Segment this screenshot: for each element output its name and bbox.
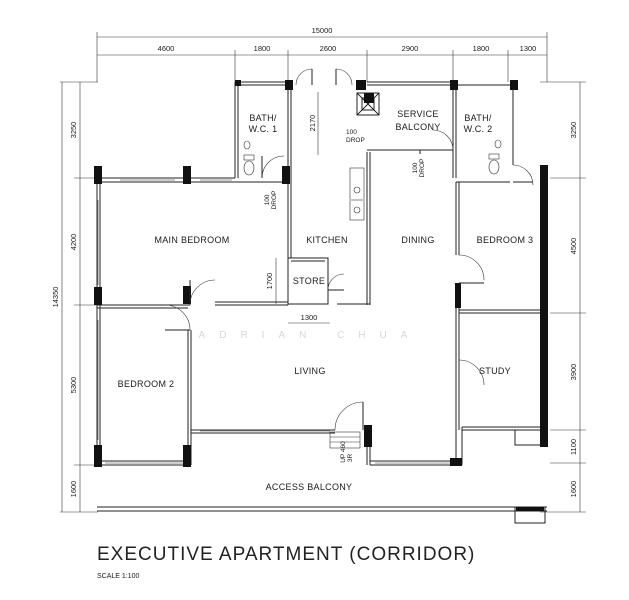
note-drop-2-line2: DROP (271, 191, 278, 210)
plan-scale: SCALE 1:100 (97, 573, 140, 580)
dim-top-2: 1800 (254, 44, 271, 53)
room-labels: BATH/ W.C. 1 SERVICE BALCONY BATH/ W.C. … (118, 109, 534, 492)
watermark: ADRIAN CHUA (199, 330, 422, 341)
dim-right-3: 3900 (569, 364, 578, 381)
note-drop-3-line2: DROP (419, 159, 426, 178)
note-drop-1-line1: 100 (346, 129, 357, 136)
dim-left-4: 1600 (69, 481, 78, 498)
room-service-balcony-line2: BALCONY (395, 122, 440, 132)
toilet-icon-1 (243, 160, 255, 176)
room-service-balcony-line1: SERVICE (397, 109, 438, 119)
room-store: STORE (293, 276, 325, 286)
room-bath-wc-1-line1: BATH/ (249, 113, 277, 123)
doors (164, 68, 534, 449)
room-main-bedroom: MAIN BEDROOM (154, 235, 229, 245)
note-step-risers: 3R (347, 454, 354, 463)
basin-icon-1 (243, 140, 251, 150)
note-drop-3-line1: 100 (412, 162, 419, 173)
dim-left-3: 5300 (69, 377, 78, 394)
dim-left-1: 3250 (69, 122, 78, 139)
wall-piers (94, 80, 548, 511)
dim-right-2: 4500 (569, 238, 578, 255)
dim-right-1: 3250 (569, 122, 578, 139)
dim-store-width: 1300 (301, 313, 318, 322)
dim-top-1: 4600 (158, 44, 175, 53)
room-living: LIVING (294, 366, 325, 376)
windows (97, 179, 450, 464)
dim-right-5: 1600 (569, 481, 578, 498)
dim-top-5: 1800 (473, 44, 490, 53)
note-step: UP 460 (340, 441, 347, 463)
dim-store-height: 1700 (265, 273, 274, 290)
room-study: STUDY (479, 366, 511, 376)
dimension-lines (60, 32, 586, 513)
room-access-balcony: ACCESS BALCONY (266, 482, 353, 492)
dim-left-2: 4200 (69, 234, 78, 251)
wall-outlines (96, 81, 547, 524)
dim-top-6: 1300 (520, 44, 537, 53)
room-bath-wc-2-line2: W.C. 2 (464, 124, 493, 134)
toilet-icon-2 (488, 159, 500, 175)
dim-top-3: 2600 (320, 44, 337, 53)
dimension-labels: 15000 4600 1800 2600 2900 1800 1300 1435… (51, 26, 578, 497)
dim-top-4: 2900 (402, 44, 419, 53)
room-bedroom-3: BEDROOM 3 (477, 235, 534, 245)
dim-kitchen-depth: 2170 (308, 115, 317, 132)
note-drop-1-line2: DROP (346, 137, 365, 144)
room-dining: DINING (401, 235, 434, 245)
room-bedroom-2: BEDROOM 2 (118, 379, 175, 389)
room-kitchen: KITCHEN (306, 235, 348, 245)
dim-overall-width: 15000 (312, 26, 333, 35)
sanitary-fixtures (243, 139, 502, 176)
basin-icon-2 (494, 139, 502, 149)
room-bath-wc-1-line2: W.C. 1 (249, 124, 278, 134)
room-bath-wc-2-line1: BATH/ (464, 113, 492, 123)
dim-overall-depth: 14350 (51, 287, 60, 308)
plan-title: EXECUTIVE APARTMENT (CORRIDOR) (97, 544, 475, 565)
plan-notes: 100 DROP 100 DROP 100 DROP UP 460 3R (264, 129, 426, 463)
dim-right-4: 1100 (569, 439, 578, 455)
note-drop-2-line1: 100 (264, 194, 271, 205)
